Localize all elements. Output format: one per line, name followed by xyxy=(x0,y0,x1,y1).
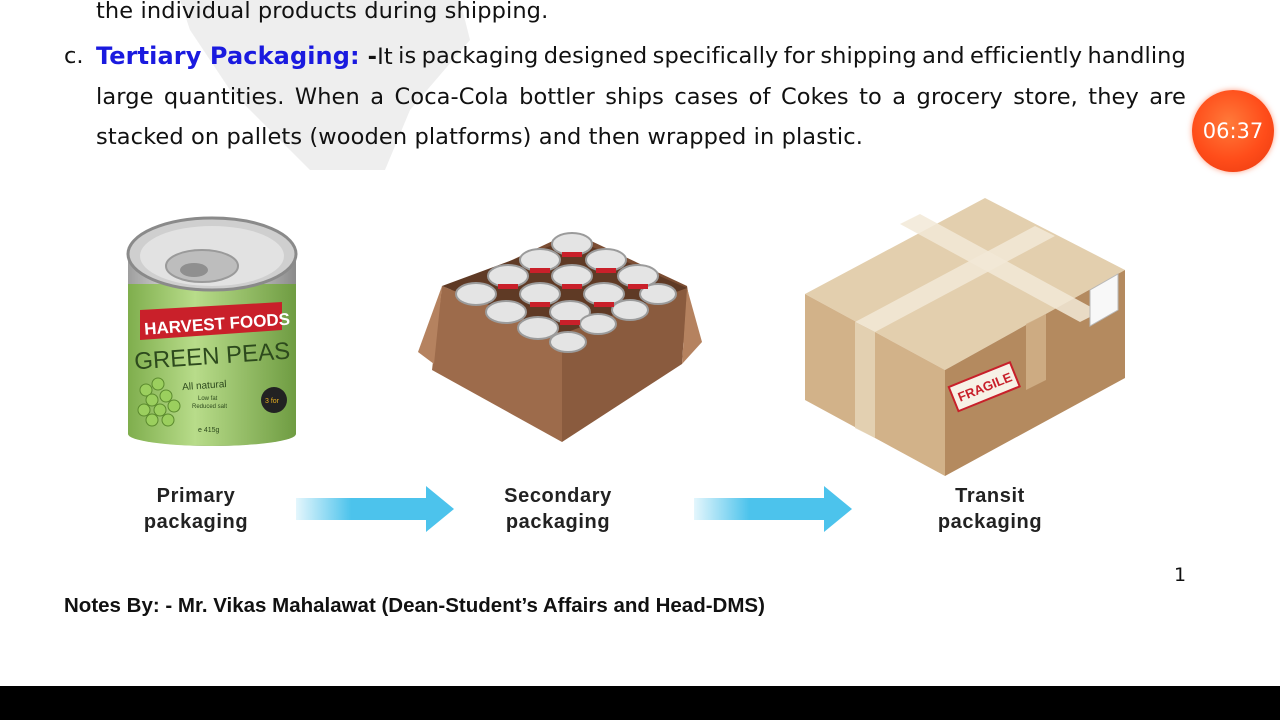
text-line-3: stacked on pallets (wooden platforms) an… xyxy=(96,124,864,150)
list-marker: c. xyxy=(64,43,84,69)
footer-notes: Notes By: - Mr. Vikas Mahalawat (Dean-St… xyxy=(64,594,765,617)
text-line-tertiary: Tertiary Packaging: -It is packaging des… xyxy=(96,41,1186,72)
line1-word: for xyxy=(783,43,816,69)
text-line-2: large quantities. When a Coca-Cola bottl… xyxy=(96,84,1186,110)
can-weight-text: e 415g xyxy=(198,427,220,434)
text-line-previous: the individual products during shipping. xyxy=(96,0,549,24)
caption-line: Transit xyxy=(955,485,1025,507)
caption-line: packaging xyxy=(505,511,611,533)
timer-value: 06:37 xyxy=(1202,119,1264,143)
line1-word: shipping xyxy=(820,43,917,69)
caption-transit: Transit packaging xyxy=(910,483,1070,535)
can-sub-text: All natural xyxy=(182,379,227,393)
document-page: the individual products during shipping.… xyxy=(64,0,1274,617)
box-illustration: FRAGILE xyxy=(805,198,1125,476)
can-illustration: HARVEST FOODS GREEN PEAS All natural Low… xyxy=(126,216,298,446)
term-group: Tertiary Packaging: -It xyxy=(96,41,393,72)
line1-word: is xyxy=(398,43,417,69)
page-number: 1 xyxy=(1174,564,1187,586)
line1-word: efficiently xyxy=(970,43,1083,69)
can-sub3-text: Reduced salt xyxy=(192,404,227,410)
term-tertiary-packaging: Tertiary Packaging: xyxy=(96,42,360,70)
term-dash: - xyxy=(359,44,378,70)
caption-line: Secondary xyxy=(504,485,612,507)
case-illustration xyxy=(418,232,702,442)
bottom-bar xyxy=(0,686,1280,720)
line1-word: specifically xyxy=(652,43,779,69)
line1-word: It xyxy=(377,44,393,70)
can-badge-text: 3 for xyxy=(265,398,280,405)
line1-word: handling xyxy=(1087,43,1186,69)
case-can-tops xyxy=(455,232,677,353)
line1-word: designed xyxy=(543,43,648,69)
arrow-right-icon xyxy=(296,486,454,532)
caption-line: Primary xyxy=(156,485,236,507)
can-sub2-text: Low fat xyxy=(198,396,218,402)
timer-badge[interactable]: 06:37 xyxy=(1192,90,1274,172)
caption-line: packaging xyxy=(143,511,249,533)
line1-word: packaging xyxy=(421,43,539,69)
caption-primary: Primary packaging xyxy=(116,483,276,535)
watermark-shape xyxy=(180,0,470,170)
line1-word: and xyxy=(922,43,965,69)
caption-line: packaging xyxy=(937,511,1043,533)
caption-secondary: Secondary packaging xyxy=(478,483,638,535)
arrow-right-icon xyxy=(694,486,852,532)
